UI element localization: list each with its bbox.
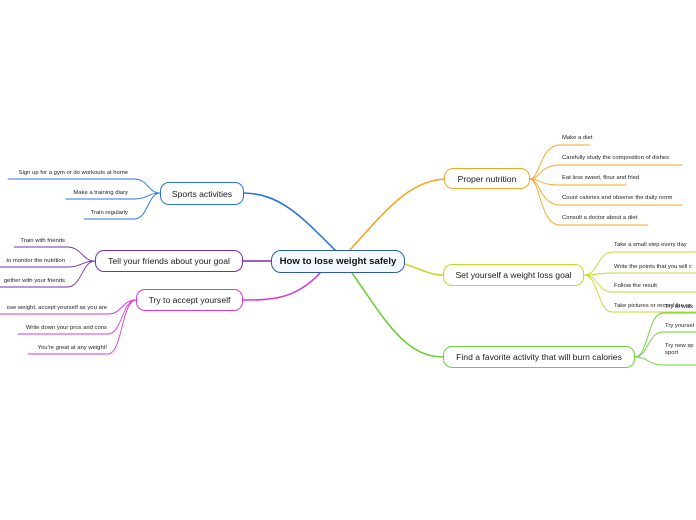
leaf-try-walk[interactable]: Try to walk (665, 304, 696, 311)
leaf-together-friends[interactable]: gether with your friends (4, 278, 65, 285)
branch-tell-friends[interactable]: Tell your friends about your goal (95, 250, 243, 272)
connector-leaf (529, 144, 561, 180)
connector-leaf (66, 260, 96, 288)
branch-weight-loss-goal[interactable]: Set yourself a weight loss goal (443, 264, 584, 286)
connector-leaf (107, 299, 137, 355)
leaf-great-any-weight[interactable]: You're great at any weight! (38, 345, 107, 352)
connector-leaf (634, 312, 664, 358)
leaf-text: Try to walk (665, 304, 694, 310)
connector-leaf (583, 274, 613, 313)
leaf-text: Sign up for a gym or do workouts at home (18, 170, 128, 176)
leaf-text: gether with your friends (3, 278, 65, 284)
leaf-text: Try new sp sport (665, 343, 694, 356)
leaf-study-dishes[interactable]: Carefully study the composition of dishe… (562, 155, 669, 162)
leaf-text: Try yoursel (665, 323, 694, 329)
branch-favorite-activity[interactable]: Find a favorite activity that will burn … (443, 346, 635, 368)
connector-leaf (133, 178, 161, 194)
leaf-train-with-friends[interactable]: Train with friends (20, 238, 65, 245)
connector-leaf (634, 331, 664, 358)
leaf-text: Follow the result (614, 283, 657, 289)
leaf-write-points[interactable]: Write the points that you will c (614, 264, 696, 271)
connector-leaf (107, 299, 137, 335)
leaf-make-diet[interactable]: Make a diet (562, 135, 592, 142)
branch-label: Tell your friends about your goal (108, 256, 230, 266)
leaf-text: to monitor the nutrition (6, 258, 65, 264)
leaf-text: Eat less sweet, flour and fried (562, 175, 640, 181)
leaf-text: Carefully study the composition of dishe… (562, 155, 670, 161)
leaf-train-regularly[interactable]: Train regularly (91, 210, 128, 217)
leaf-consult-doctor[interactable]: Consult a doctor about a diet (562, 215, 637, 222)
connector-leaf (583, 251, 613, 276)
branch-proper-nutrition[interactable]: Proper nutrition (444, 168, 530, 189)
leaf-text: Train with friends (20, 238, 65, 244)
branch-label: Sports activities (171, 188, 233, 199)
branch-label: Find a favorite activity that will burn … (456, 352, 622, 362)
leaf-follow-result[interactable]: Follow the result (614, 283, 696, 290)
central-topic[interactable]: How to lose weight safely (271, 250, 405, 273)
leaf-text: Write the points that you will c (614, 264, 692, 270)
connector-accept-yourself (242, 272, 321, 301)
branch-sports-activities[interactable]: Sports activities (160, 182, 244, 205)
connector-leaf (634, 356, 664, 366)
leaf-try-new-sport[interactable]: Try new sp sport (665, 343, 696, 357)
central-topic-label: How to lose weight safely (279, 256, 397, 267)
branch-accept-yourself[interactable]: Try to accept yourself (136, 289, 243, 311)
leaf-text: Take pictures or record the re (614, 303, 691, 309)
branch-label: Proper nutrition (457, 173, 517, 184)
connector-sports-activities (243, 192, 336, 251)
leaf-text: ose weight, accept yourself as you are (6, 305, 107, 311)
leaf-text: Consult a doctor about a diet (562, 215, 638, 221)
connector-leaf (66, 246, 96, 262)
leaf-text: Count calories and observe the daily nor… (562, 195, 673, 201)
leaf-small-step[interactable]: Take a small step every day (614, 242, 696, 249)
leaf-accept-as-you-are[interactable]: ose weight, accept yourself as you are (7, 305, 107, 312)
connector-proper-nutrition (349, 178, 445, 251)
leaf-text: You're great at any weight! (37, 345, 107, 351)
leaf-try-yourself[interactable]: Try yoursel (665, 323, 696, 330)
connector-leaf (529, 178, 561, 226)
leaf-text: Make a diet (562, 135, 593, 141)
connector-favorite-activity (351, 272, 444, 358)
connector-leaf (529, 164, 561, 180)
leaf-monitor-nutrition[interactable]: to monitor the nutrition (6, 258, 65, 265)
leaf-take-pictures[interactable]: Take pictures or record the re (614, 303, 696, 310)
leaf-text: Make a training diary (73, 190, 128, 196)
leaf-gym[interactable]: Sign up for a gym or do workouts at home (19, 170, 128, 177)
connector-leaf (133, 192, 161, 220)
branch-label: Try to accept yourself (148, 295, 231, 305)
connector-leaf (583, 274, 613, 293)
leaf-pros-cons[interactable]: Write down your pros and cons (26, 325, 107, 332)
leaf-count-calories[interactable]: Count calories and observe the daily nor… (562, 195, 672, 202)
leaf-text: Train regularly (90, 210, 128, 216)
branch-label: Set yourself a weight loss goal (455, 270, 572, 280)
leaf-eat-less[interactable]: Eat less sweet, flour and fried (562, 175, 639, 182)
leaf-text: Write down your pros and cons (25, 325, 107, 331)
leaf-training-diary[interactable]: Make a training diary (73, 190, 128, 197)
leaf-text: Take a small step every day (614, 242, 687, 248)
